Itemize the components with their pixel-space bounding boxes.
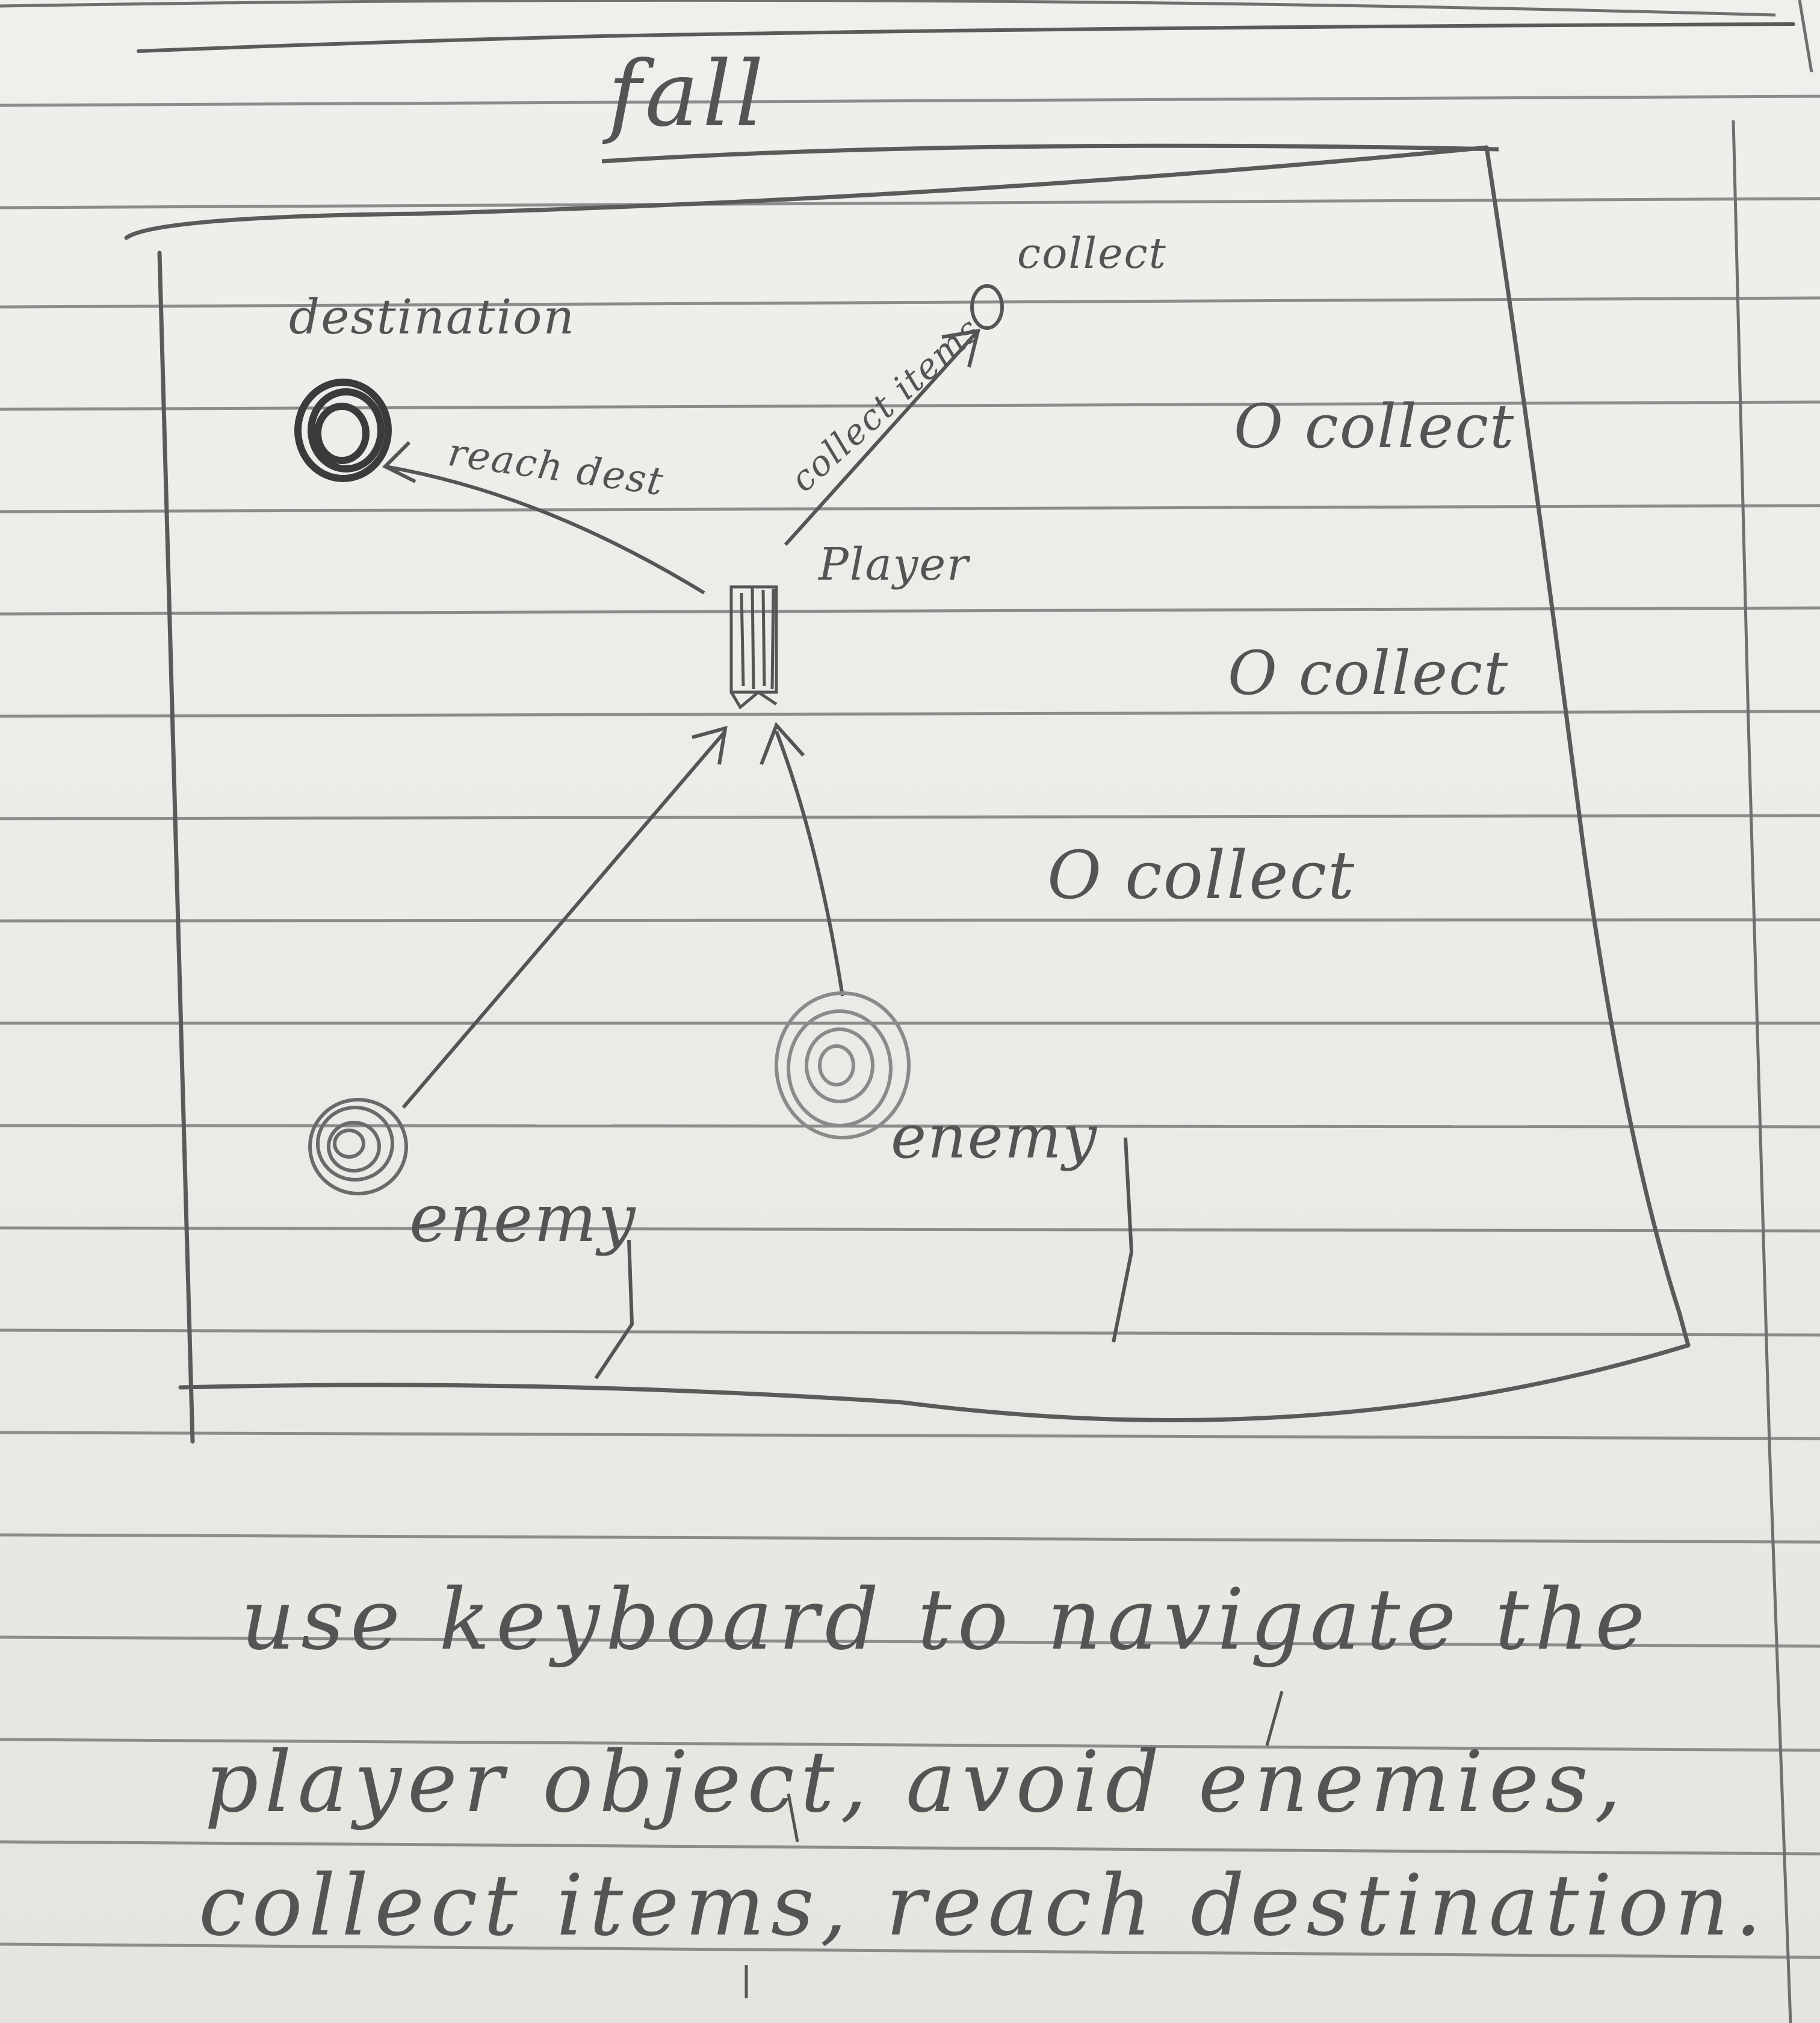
enemy-right-circle <box>775 991 911 1139</box>
collect-item-label-1: O collect <box>1234 391 1515 462</box>
collect-item-label-3: O collect <box>1047 837 1356 914</box>
reach-destination-arrow <box>385 465 705 595</box>
player-label: Player <box>819 539 970 590</box>
collect-target-label: collect <box>1017 229 1167 278</box>
enemy-left-label: enemy <box>409 1180 637 1257</box>
game-frame <box>124 22 1795 1444</box>
enemy-left-arrow <box>401 730 727 1109</box>
enemy-right-arrow <box>775 730 844 997</box>
destination-circle <box>294 379 392 482</box>
enemy-right-label: enemy <box>891 1101 1098 1172</box>
player-object <box>729 585 778 710</box>
ruled-lines <box>0 94 1820 1959</box>
instructions-line-1: use keyboard to navigate the <box>241 1571 1651 1669</box>
sketch-title: fall <box>608 42 767 147</box>
collect-item-label-2: O collect <box>1228 638 1509 708</box>
instructions-line-3: collect items, reach destination. <box>199 1857 1768 1955</box>
instructions-line-2: player object, avoid enemies, <box>205 1733 1627 1832</box>
enemy-left-circle <box>308 1098 408 1195</box>
destination-label: destination <box>289 289 575 345</box>
collect-item-arrow <box>784 284 1004 547</box>
